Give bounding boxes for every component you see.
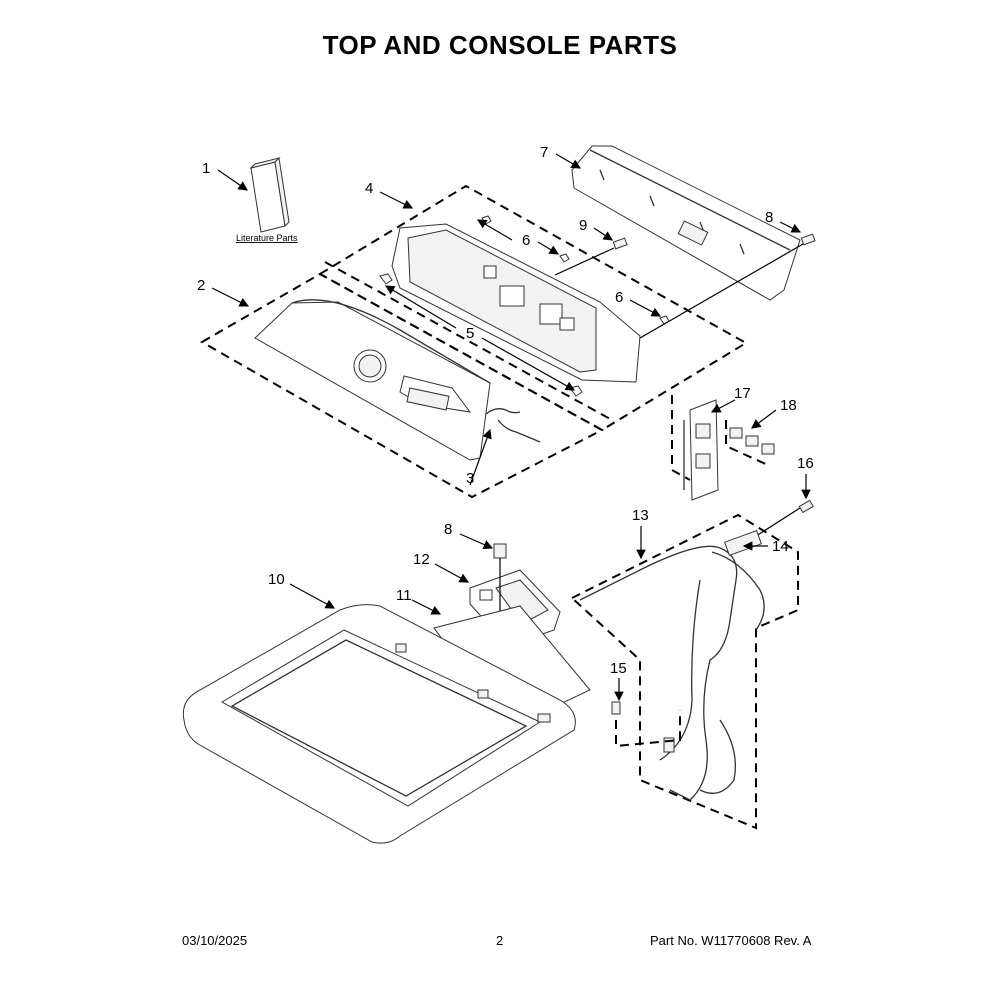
callout-15: 15 <box>610 660 627 677</box>
callout-6b: 6 <box>615 289 623 306</box>
top-panel <box>182 604 576 844</box>
callout-16: 16 <box>797 455 814 472</box>
callout-6a: 6 <box>522 232 530 249</box>
callout-10: 10 <box>268 571 285 588</box>
console-front-panel <box>254 299 491 461</box>
wire-harness-small <box>485 408 541 443</box>
footer-page-number: 2 <box>496 933 504 948</box>
screw-16 <box>798 499 814 514</box>
clip-right <box>569 385 583 397</box>
callout-2: 2 <box>197 277 205 294</box>
screw-15 <box>611 701 621 715</box>
callout-8b: 8 <box>444 521 452 538</box>
callout-18: 18 <box>780 397 797 414</box>
clip-6b <box>559 253 570 263</box>
callout-1: 1 <box>202 160 210 177</box>
console-rear-housing <box>391 223 641 383</box>
connector-18 <box>729 427 775 455</box>
literature-parts-label: Literature Parts <box>236 233 298 243</box>
main-wire-harness <box>579 529 765 801</box>
screw-9 <box>612 237 628 250</box>
callout-13: 13 <box>632 507 649 524</box>
callout-8a: 8 <box>765 209 773 226</box>
literature-part <box>249 156 290 233</box>
clip-6c <box>659 315 670 325</box>
callout-3: 3 <box>466 470 474 487</box>
callout-9: 9 <box>579 217 587 234</box>
console-subgroup-outline <box>318 184 748 432</box>
callout-17: 17 <box>734 385 751 402</box>
callout-11: 11 <box>396 587 412 604</box>
clip-left <box>379 273 393 285</box>
page-title: TOP AND CONSOLE PARTS <box>322 30 678 60</box>
screw-8-bottom <box>493 543 507 559</box>
backguard-bracket <box>571 145 801 301</box>
callout-5: 5 <box>466 325 474 342</box>
footer-part-number: Part No. W11770608 Rev. A <box>650 933 812 948</box>
callout-12: 12 <box>413 551 430 568</box>
callout-4: 4 <box>365 180 373 197</box>
footer-date: 03/10/2025 <box>182 933 248 948</box>
callout-7: 7 <box>540 144 548 161</box>
screw-8-top <box>800 233 816 246</box>
callout-14: 14 <box>772 538 789 555</box>
console-group-outline <box>199 272 605 499</box>
sensor-bracket-17 <box>683 399 719 501</box>
